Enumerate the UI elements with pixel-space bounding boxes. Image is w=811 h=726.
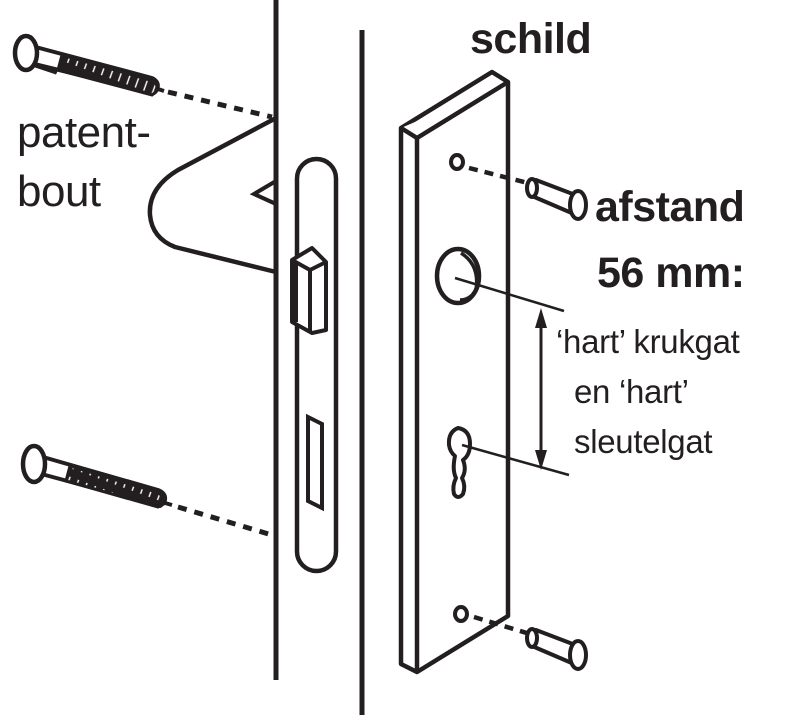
plate-label: schild [470, 15, 592, 63]
distance-label-line1: afstand [595, 183, 745, 231]
note-label-line1: ‘hart’ krukgat [556, 323, 740, 360]
plate-screw-bottom [525, 627, 588, 671]
mortise-lock-faceplate [294, 156, 339, 574]
latch-bolt [290, 246, 328, 335]
plate-screw-top-guide [468, 165, 529, 186]
plate-screw-top [525, 177, 588, 221]
patent-bolt-label-line1: patent- [17, 108, 151, 157]
distance-arrow [535, 308, 547, 470]
door-profile-shape [147, 116, 278, 275]
lock-slot [306, 413, 324, 512]
note-label-line2: en ‘hart’ [574, 373, 689, 410]
patent-bolt-label-line2: bout [17, 167, 101, 216]
patent-bolt-bottom [20, 443, 173, 509]
door-profile-notch [249, 179, 278, 206]
patent-bolt-top [12, 33, 165, 97]
handle-hole [434, 246, 482, 306]
escutcheon-plate [398, 69, 511, 675]
patent-bolt-top-guide [167, 89, 273, 120]
door-edge [273, 0, 365, 715]
dimension-leader-lines [454, 276, 570, 477]
note-label-line3: sleutelgat [574, 423, 713, 460]
plate-screw-bottom-guide [473, 614, 531, 637]
patent-bolt-bottom-guide [177, 504, 273, 538]
plate-screw-hole-bottom [453, 605, 469, 623]
distance-label-line2: 56 mm: [597, 249, 745, 297]
plate-screw-hole-top [449, 153, 465, 171]
